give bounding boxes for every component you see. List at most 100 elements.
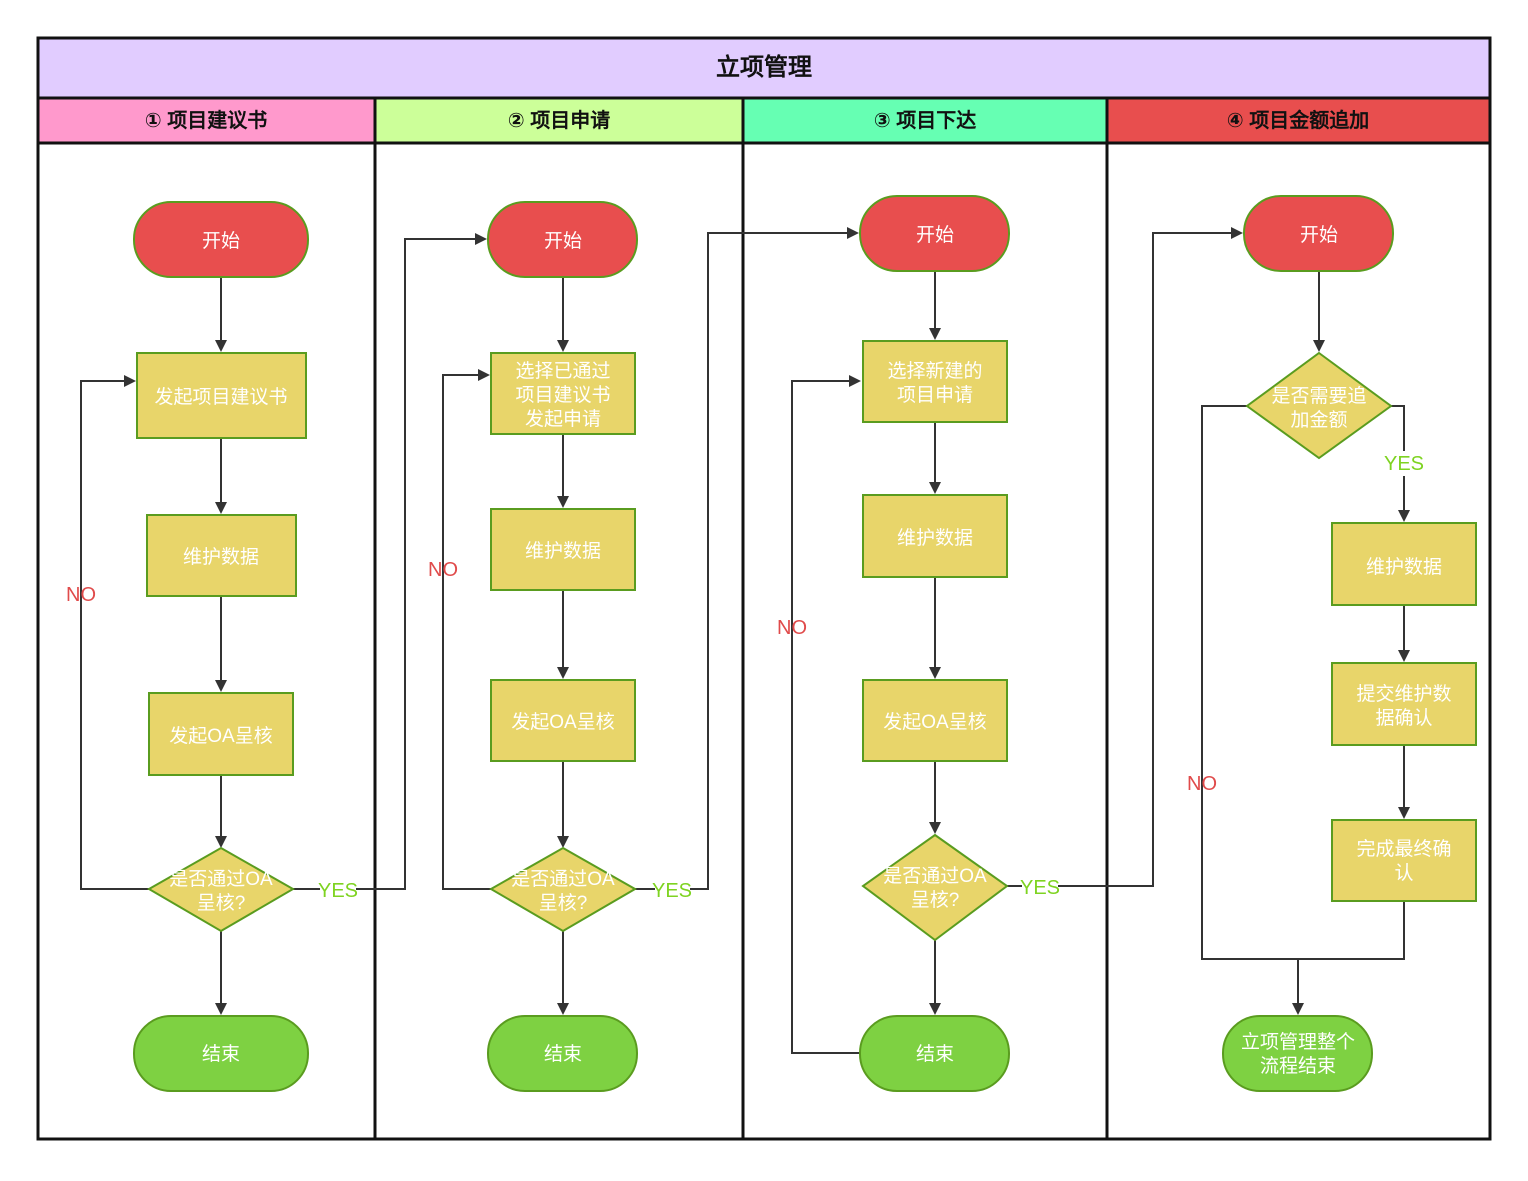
l2-maintain-line-1: 维护数据: [525, 540, 601, 562]
l2-maintain-process: [490, 508, 636, 591]
label-yes-l3: YES: [1020, 877, 1060, 899]
l4-start-label: 开始: [1300, 224, 1338, 246]
l3-decision-line-2: 呈核?: [911, 889, 960, 911]
l3-select-process: [862, 340, 1008, 423]
l3-select-line-1: 选择新建的: [887, 360, 982, 382]
edge-l1-no-loop: [80, 375, 149, 890]
l1-decision-diamond: [146, 846, 296, 933]
label-no-l2: NO: [428, 559, 458, 581]
l4-decision-line-1: 是否需要追: [1271, 385, 1366, 407]
l3-start-terminal: [859, 195, 1010, 272]
l4-decision-label: 是否需要追加金额: [1271, 385, 1366, 431]
diagram-title: 立项管理: [716, 53, 812, 81]
l1-initiate-process: [136, 352, 307, 439]
l3-start-line-1: 开始: [916, 224, 954, 246]
edge-l2-yes-to-l3: [635, 233, 857, 890]
edge-l1-yes-to-l2: [293, 239, 485, 890]
lane-body-4: [1105, 141, 1492, 1141]
l1-initiate-line-1: 发起项目建议书: [154, 386, 287, 408]
l3-select-line-2: 项目申请: [897, 384, 973, 406]
l4-submit-line-2: 据确认: [1375, 707, 1432, 729]
lane-body-3: [741, 141, 1109, 1141]
nodes: [133, 195, 1477, 1092]
l1-start-label: 开始: [202, 230, 240, 252]
lane-header-4-label: ④ 项目金额追加: [1227, 108, 1370, 132]
l2-start-label: 开始: [544, 230, 582, 252]
l2-start-line-1: 开始: [544, 230, 582, 252]
l4-end-terminal: [1222, 1015, 1373, 1092]
l4-end-line-1: 立项管理整个: [1241, 1031, 1355, 1053]
l4-submit-line-1: 提交维护数: [1356, 683, 1451, 705]
edge-l3-yes-to-l4: [1007, 233, 1241, 887]
l1-end-line-1: 结束: [202, 1043, 240, 1065]
l1-end-terminal: [133, 1015, 309, 1092]
l2-decision-line-2: 呈核?: [539, 892, 588, 914]
l2-oa-line-1: 发起OA呈核: [511, 711, 614, 733]
l2-oa-process: [490, 679, 636, 762]
l4-maintain-line-1: 维护数据: [1366, 556, 1442, 578]
l4-maintain-process: [1331, 522, 1477, 606]
l1-start-terminal: [133, 201, 309, 278]
l2-start-terminal: [487, 201, 638, 278]
l4-end-label: 立项管理整个流程结束: [1241, 1031, 1355, 1077]
l4-submit-process: [1331, 662, 1477, 746]
l2-end-line-1: 结束: [544, 1043, 582, 1065]
edge-l2-no-loop: [442, 369, 491, 890]
l4-start-line-1: 开始: [1300, 224, 1338, 246]
lane-header-2-label: ② 项目申请: [508, 108, 611, 132]
l1-maintain-line-1: 维护数据: [183, 546, 259, 568]
edges: [80, 233, 1405, 1054]
l1-oa-line-1: 发起OA呈核: [169, 725, 272, 747]
l4-confirm-label: 完成最终确认: [1356, 838, 1451, 884]
l1-maintain-process: [146, 514, 297, 597]
l1-start-line-1: 开始: [202, 230, 240, 252]
l2-end-terminal: [487, 1015, 638, 1092]
label-no-l4: NO: [1187, 773, 1217, 795]
l2-select-label: 选择已通过项目建议书发起申请: [515, 360, 610, 430]
l4-maintain-label: 维护数据: [1366, 556, 1442, 578]
l4-confirm-line-1: 完成最终确: [1356, 838, 1451, 860]
l3-oa-line-1: 发起OA呈核: [883, 711, 986, 733]
edge-l3-no-loop: [791, 375, 861, 1054]
label-no-l3: NO: [777, 617, 807, 639]
l3-select-label: 选择新建的项目申请: [887, 360, 982, 406]
l1-maintain-label: 维护数据: [183, 546, 259, 568]
edge-l4-confirm-merge: [1298, 901, 1405, 960]
l3-decision-diamond: [861, 833, 1009, 942]
l1-decision-line-1: 是否通过OA: [169, 868, 273, 890]
lane-body-2: [373, 141, 745, 1141]
l2-oa-label: 发起OA呈核: [511, 711, 614, 733]
l2-select-process: [490, 352, 636, 435]
l2-select-line-3: 发起申请: [525, 408, 601, 430]
lane-header-1-label: ① 项目建议书: [145, 108, 268, 132]
l2-end-label: 结束: [544, 1043, 582, 1065]
label-yes-l1: YES: [318, 880, 358, 902]
edge-l4-no-merge: [1201, 405, 1298, 960]
l3-decision-line-1: 是否通过OA: [883, 865, 987, 887]
label-yes-l4: YES: [1384, 453, 1424, 475]
l4-end-line-2: 流程结束: [1260, 1055, 1336, 1077]
l4-decision-line-2: 加金额: [1290, 409, 1347, 431]
l3-maintain-process: [862, 494, 1008, 578]
l1-end-label: 结束: [202, 1043, 240, 1065]
l3-oa-process: [862, 679, 1008, 762]
lane-header-3-label: ③ 项目下达: [874, 109, 977, 132]
l1-oa-process: [148, 692, 294, 776]
l4-confirm-process: [1331, 819, 1477, 902]
l3-maintain-line-1: 维护数据: [897, 527, 973, 549]
l2-select-line-2: 项目建议书: [515, 384, 610, 406]
l3-end-line-1: 结束: [916, 1043, 954, 1065]
l1-decision-line-2: 呈核?: [197, 892, 246, 914]
l4-start-terminal: [1243, 195, 1394, 272]
l1-oa-label: 发起OA呈核: [169, 725, 272, 747]
edge-l4-yes-maintain: [1391, 405, 1404, 520]
l3-maintain-label: 维护数据: [897, 527, 973, 549]
label-yes-l2: YES: [652, 880, 692, 902]
l3-end-label: 结束: [916, 1043, 954, 1065]
l2-maintain-label: 维护数据: [525, 540, 601, 562]
